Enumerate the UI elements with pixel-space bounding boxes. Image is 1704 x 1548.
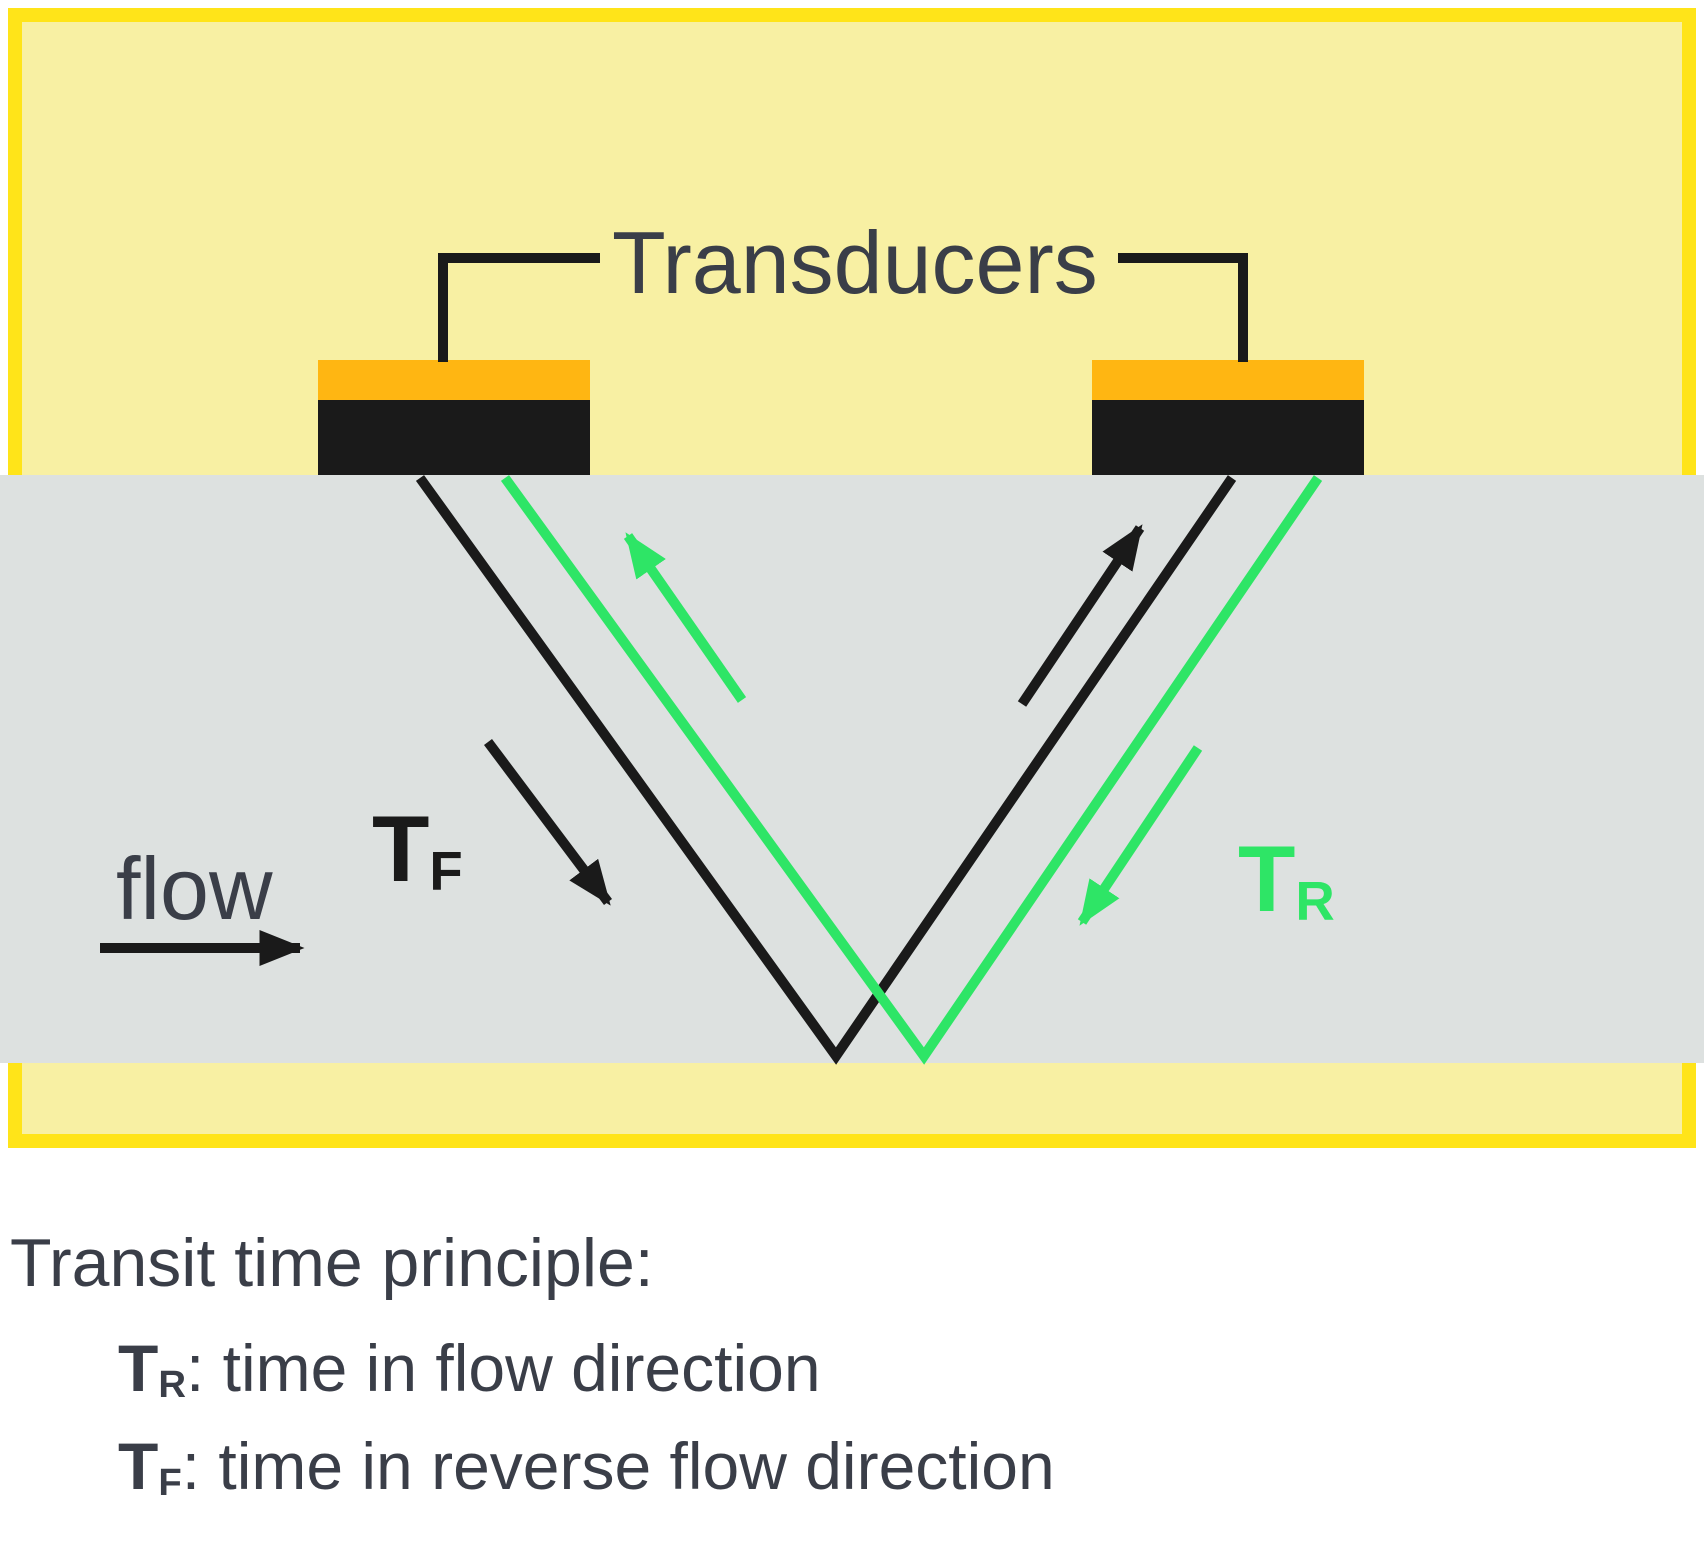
diagram-overlay bbox=[100, 253, 1323, 1065]
callout-line-left bbox=[438, 253, 600, 362]
transducers-label: Transducers bbox=[612, 213, 1098, 312]
arrow-green-down-right-leg bbox=[1077, 745, 1203, 926]
caption-line-tr: TR: time in flow direction bbox=[118, 1330, 821, 1406]
caption-line-tf: TF: time in reverse flow direction bbox=[118, 1428, 1055, 1504]
transducer-right-wedge bbox=[1092, 360, 1364, 400]
arrow-green-up-left-leg bbox=[623, 532, 747, 703]
arrow-black-down-left-leg bbox=[484, 739, 612, 906]
caption-tf-symbol: T bbox=[118, 1429, 159, 1503]
transducer-right-body bbox=[1092, 400, 1364, 475]
ultrasound-path-reverse-green bbox=[500, 475, 1323, 1065]
reverse-time-label: TR bbox=[1238, 825, 1335, 933]
ultrasound-path-forward-black bbox=[415, 475, 1237, 1065]
transducer-left-wedge bbox=[318, 360, 590, 400]
transducer-left-body bbox=[318, 400, 590, 475]
transducer-right bbox=[1092, 360, 1364, 475]
caption-tr-text: : time in flow direction bbox=[185, 1331, 821, 1405]
reverse-time-subscript: R bbox=[1295, 870, 1335, 932]
arrow-black-up-right-leg bbox=[1017, 524, 1145, 707]
flow-label: flow bbox=[116, 839, 273, 938]
caption-tr-subscript: R bbox=[158, 1363, 186, 1407]
caption-tf-text: : time in reverse flow direction bbox=[181, 1429, 1055, 1503]
caption-title: Transit time principle: bbox=[10, 1225, 654, 1301]
caption-tf-subscript: F bbox=[158, 1461, 182, 1505]
caption-tr-symbol: T bbox=[118, 1331, 159, 1405]
forward-time-label: TF bbox=[372, 795, 463, 903]
forward-time-symbol: T bbox=[372, 796, 430, 901]
forward-time-subscript: F bbox=[429, 840, 463, 902]
transducer-left bbox=[318, 360, 590, 475]
reverse-time-symbol: T bbox=[1238, 826, 1296, 931]
callout-line-right bbox=[1118, 253, 1248, 362]
